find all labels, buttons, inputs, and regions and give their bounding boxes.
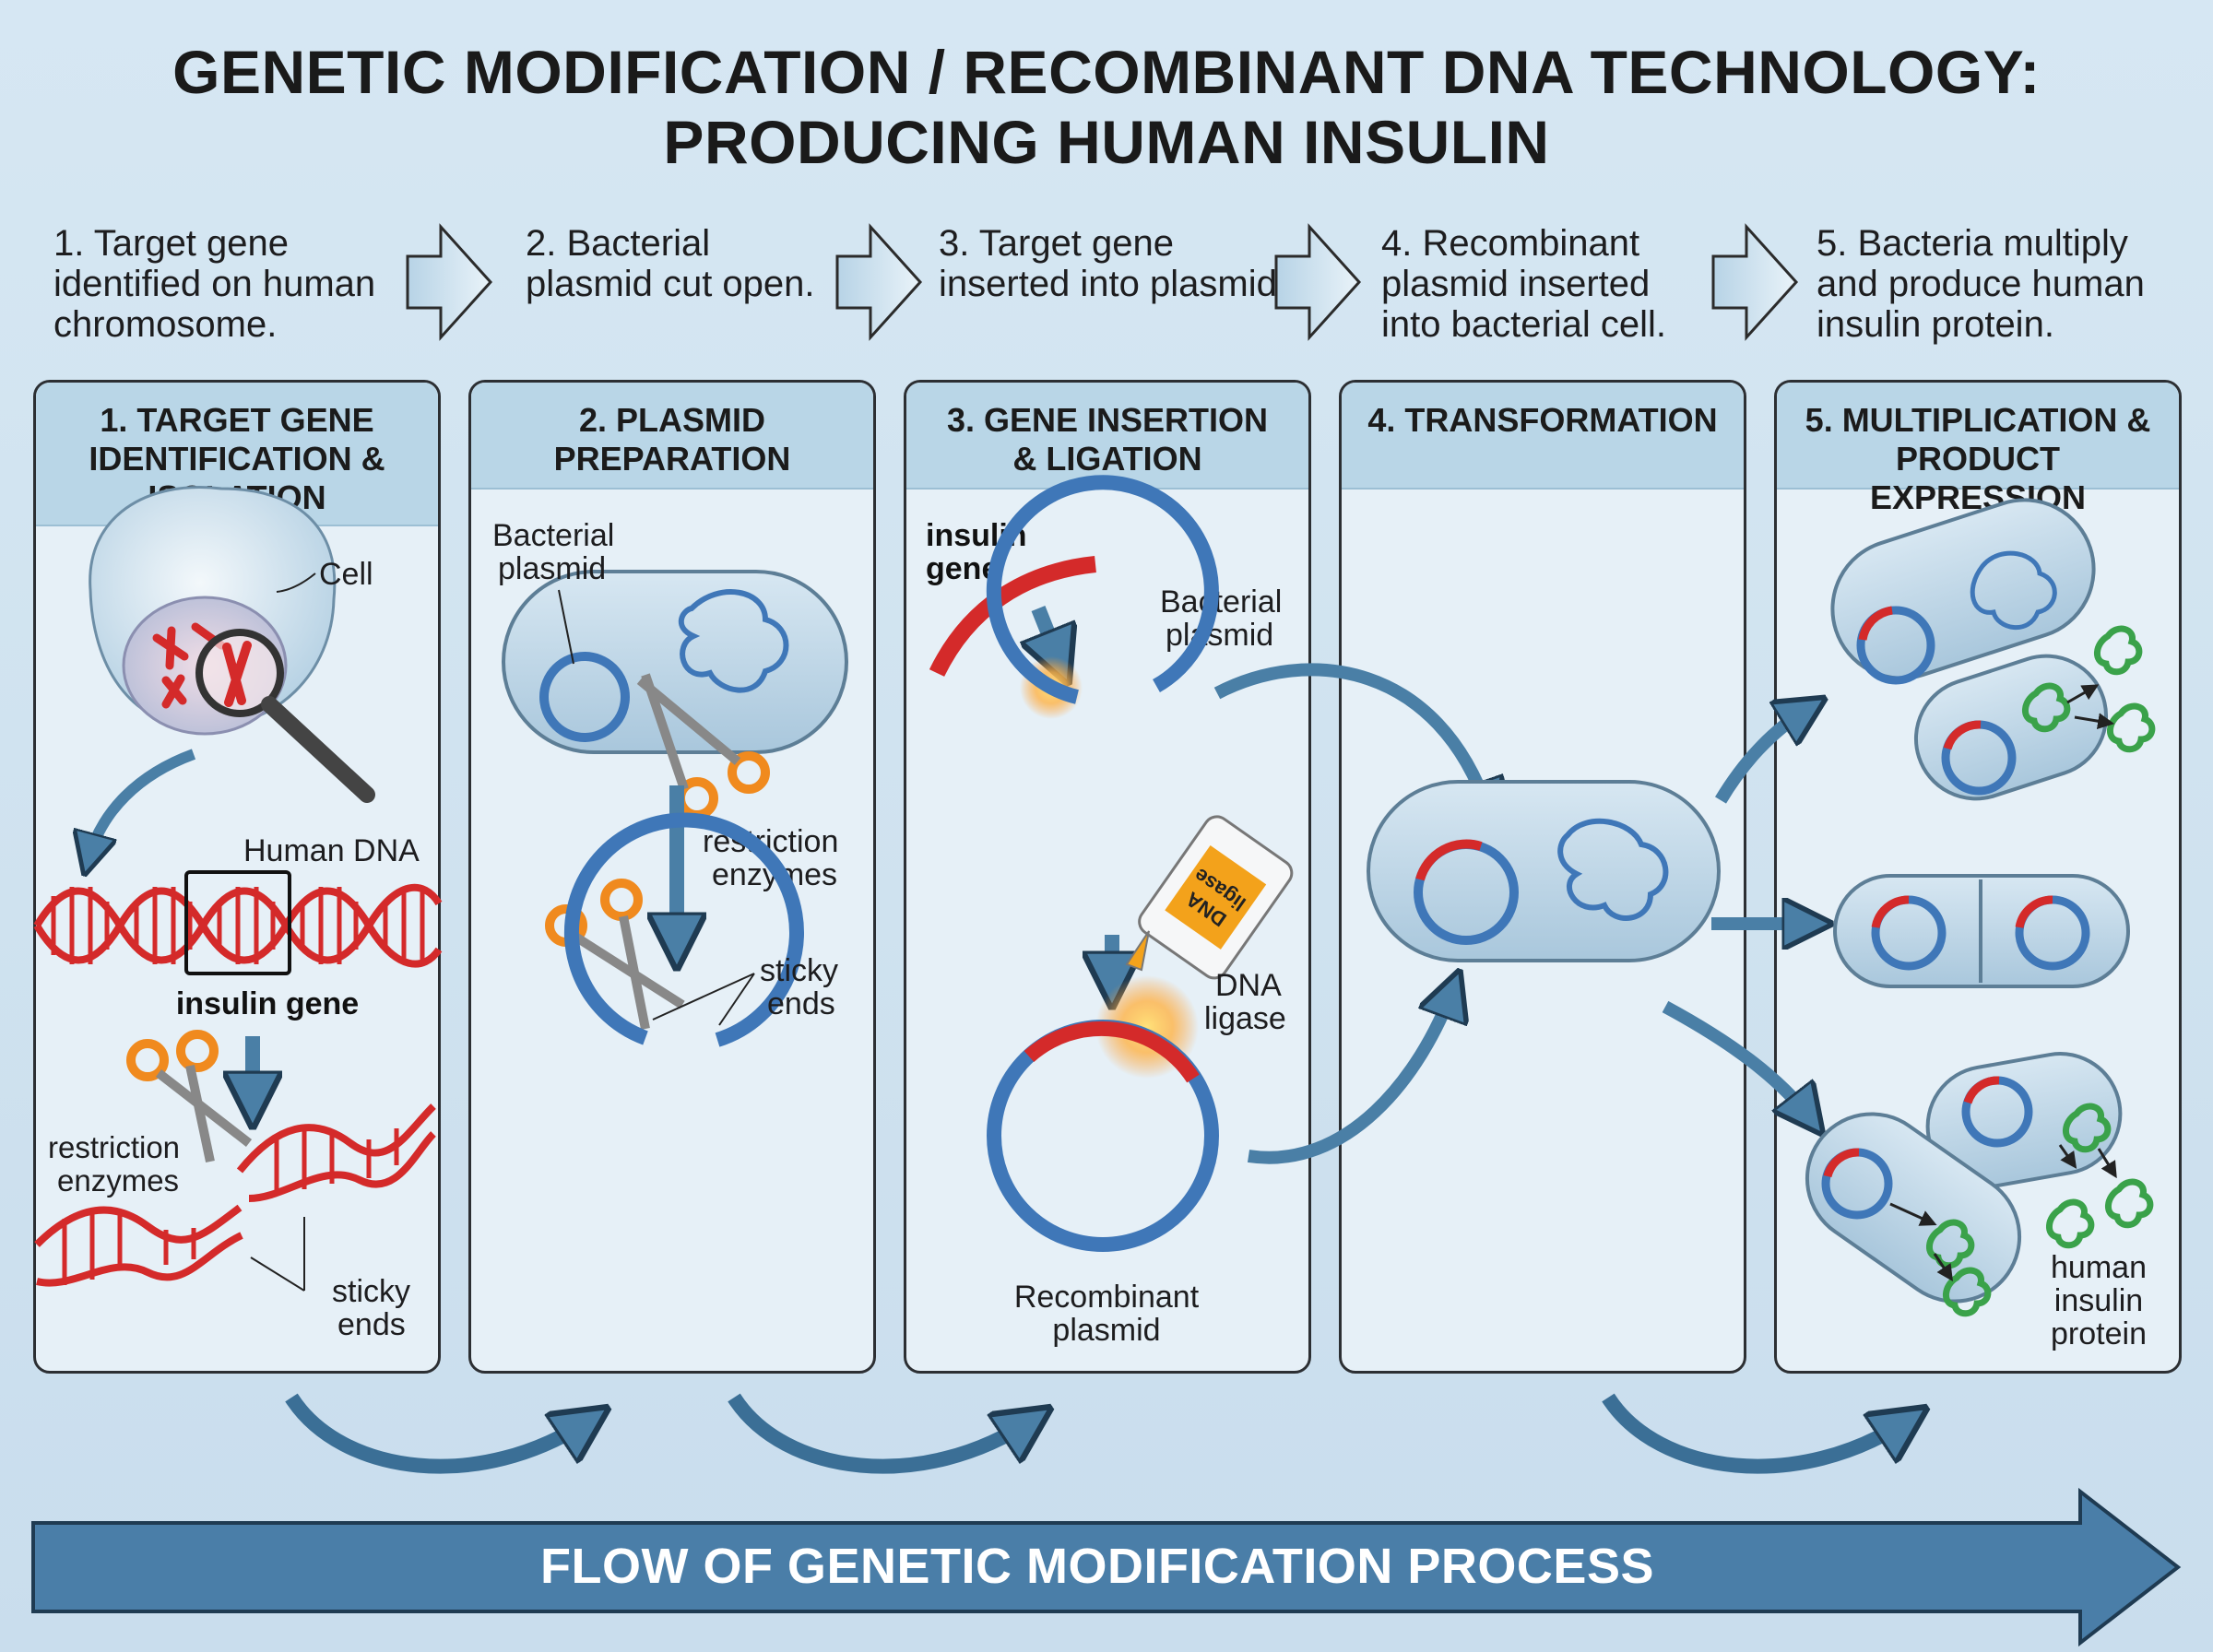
arrow-recombinant-to-cell <box>1247 988 1453 1164</box>
panel-3-art: insulin gene Bacterial plasmid DNA ligas… <box>926 475 1294 1348</box>
label-gene-p3: gene <box>926 551 999 586</box>
step-caption-4: 4. Recombinant plasmid inserted into bac… <box>1381 223 1667 345</box>
ligase-bottle-icon: DNA ligase <box>1125 815 1294 980</box>
plasmid-p2-top <box>539 652 630 742</box>
label-bacterial-p3: Bacterial <box>1160 584 1282 620</box>
arrow-to-bacteria-3 <box>1662 1000 1811 1119</box>
label-human-dna: Human DNA <box>243 833 420 868</box>
step-caption-1: 1. Target gene identified on human chrom… <box>53 223 376 345</box>
caption-arrows <box>406 223 1799 341</box>
scissors-icon-p1 <box>126 1030 253 1163</box>
magnifying-glass-icon <box>195 629 375 803</box>
plasmid-p2-cut <box>563 812 804 1047</box>
arrow-to-bacteria-1 <box>1714 708 1809 804</box>
bacterial-chromosome-p4 <box>1557 818 1669 921</box>
title-line-1: GENETIC MODIFICATION / RECOMBINANT DNA T… <box>172 38 2041 106</box>
panel-4-art <box>1367 780 1721 962</box>
flow-arrow <box>31 1487 2182 1647</box>
insulin-protein-icon <box>2105 1178 2154 1229</box>
label-sticky-p2-1: sticky <box>760 953 838 988</box>
insulin-protein-icon <box>2063 1103 2112 1153</box>
label-sticky-p2-2: ends <box>767 986 835 1021</box>
label-bacterial-p2: Bacterial <box>492 518 614 553</box>
panel-5-art: human insulin protein <box>1805 498 2156 1351</box>
panel-5-heading: 5. MULTIPLICATION & PRODUCT EXPRESSION <box>1777 383 2179 516</box>
curve-arrow-2-3 <box>728 1393 1033 1474</box>
insulin-protein-icon <box>2022 682 2071 733</box>
label-plasmid-p3: plasmid <box>1166 618 1273 653</box>
insulin-protein-icon <box>2046 1198 2095 1249</box>
label-restriction-p1-2: enzymes <box>57 1163 179 1198</box>
insulin-protein-icon <box>1943 1267 1992 1317</box>
panel-2-art: Bacterial plasmid restriction enzymes st… <box>492 518 848 1047</box>
label-insulin-p5: insulin <box>2054 1283 2143 1318</box>
flow-label: FLOW OF GENETIC MODIFICATION PROCESS <box>540 1539 1654 1594</box>
cut-dna-p1 <box>34 1103 436 1287</box>
label-dna-ligase-2: ligase <box>1204 1001 1286 1036</box>
panel-1-art: Cell Human DNA insulin gene restriction … <box>33 486 443 1342</box>
step-caption-5: 5. Bacteria multiply and produce human i… <box>1817 223 2145 345</box>
bacterium-p5-a <box>1830 498 2096 680</box>
caption-arrow-3 <box>1274 223 1362 341</box>
label-cell: Cell <box>319 557 373 592</box>
label-human-p5: human <box>2051 1250 2147 1285</box>
curve-arrow-1-2 <box>285 1393 590 1474</box>
insulin-proteins <box>1926 625 2156 1317</box>
panel-2-heading: 2. PLASMID PREPARATION <box>471 383 873 490</box>
caption-arrow-2 <box>835 223 923 341</box>
label-sticky-p1-2: ends <box>337 1307 406 1342</box>
insulin-gene-box <box>184 870 291 975</box>
plasmid-p3-open <box>986 475 1219 704</box>
bacterial-chromosome-p2 <box>679 589 789 693</box>
panel-3-heading: 3. GENE INSERTION & LIGATION <box>906 383 1308 490</box>
title-line-2: PRODUCING HUMAN INSULIN <box>663 108 1550 176</box>
step-caption-2: 2. Bacterial plasmid cut open. <box>526 223 815 304</box>
step-caption-3: 3. Target gene inserted into plasmid. <box>939 223 1287 304</box>
caption-arrow-4 <box>1711 223 1799 341</box>
label-restriction-p1-1: restriction <box>48 1130 180 1164</box>
label-recombinant-p3: Recombinant <box>1014 1280 1200 1315</box>
arrow-plasmid-to-cell <box>1213 663 1488 811</box>
curve-arrow-4-5 <box>1602 1393 1909 1474</box>
scissors-icon-p2-bottom <box>545 879 685 1030</box>
label-plasmid-recombinant-p3: plasmid <box>1052 1313 1160 1348</box>
label-protein-p5: protein <box>2051 1316 2147 1351</box>
caption-arrow-1 <box>406 223 493 341</box>
label-insulin-gene: insulin gene <box>176 986 359 1021</box>
label-sticky-p1-1: sticky <box>332 1274 410 1309</box>
label-dna-ligase-1: DNA <box>1215 968 1282 1003</box>
page-title: GENETIC MODIFICATION / RECOMBINANT DNA T… <box>0 37 2213 177</box>
panel-4-heading: 4. TRANSFORMATION <box>1342 383 1744 490</box>
insulin-protein-icon <box>2094 625 2143 676</box>
insulin-protein-icon <box>1926 1219 1975 1269</box>
dna-helix <box>33 883 443 968</box>
arrow-gene-in <box>1038 606 1060 664</box>
insulin-protein-icon <box>2107 702 2156 753</box>
label-plasmid-p2: plasmid <box>498 551 606 586</box>
arrow-cell-to-dna <box>89 749 196 859</box>
